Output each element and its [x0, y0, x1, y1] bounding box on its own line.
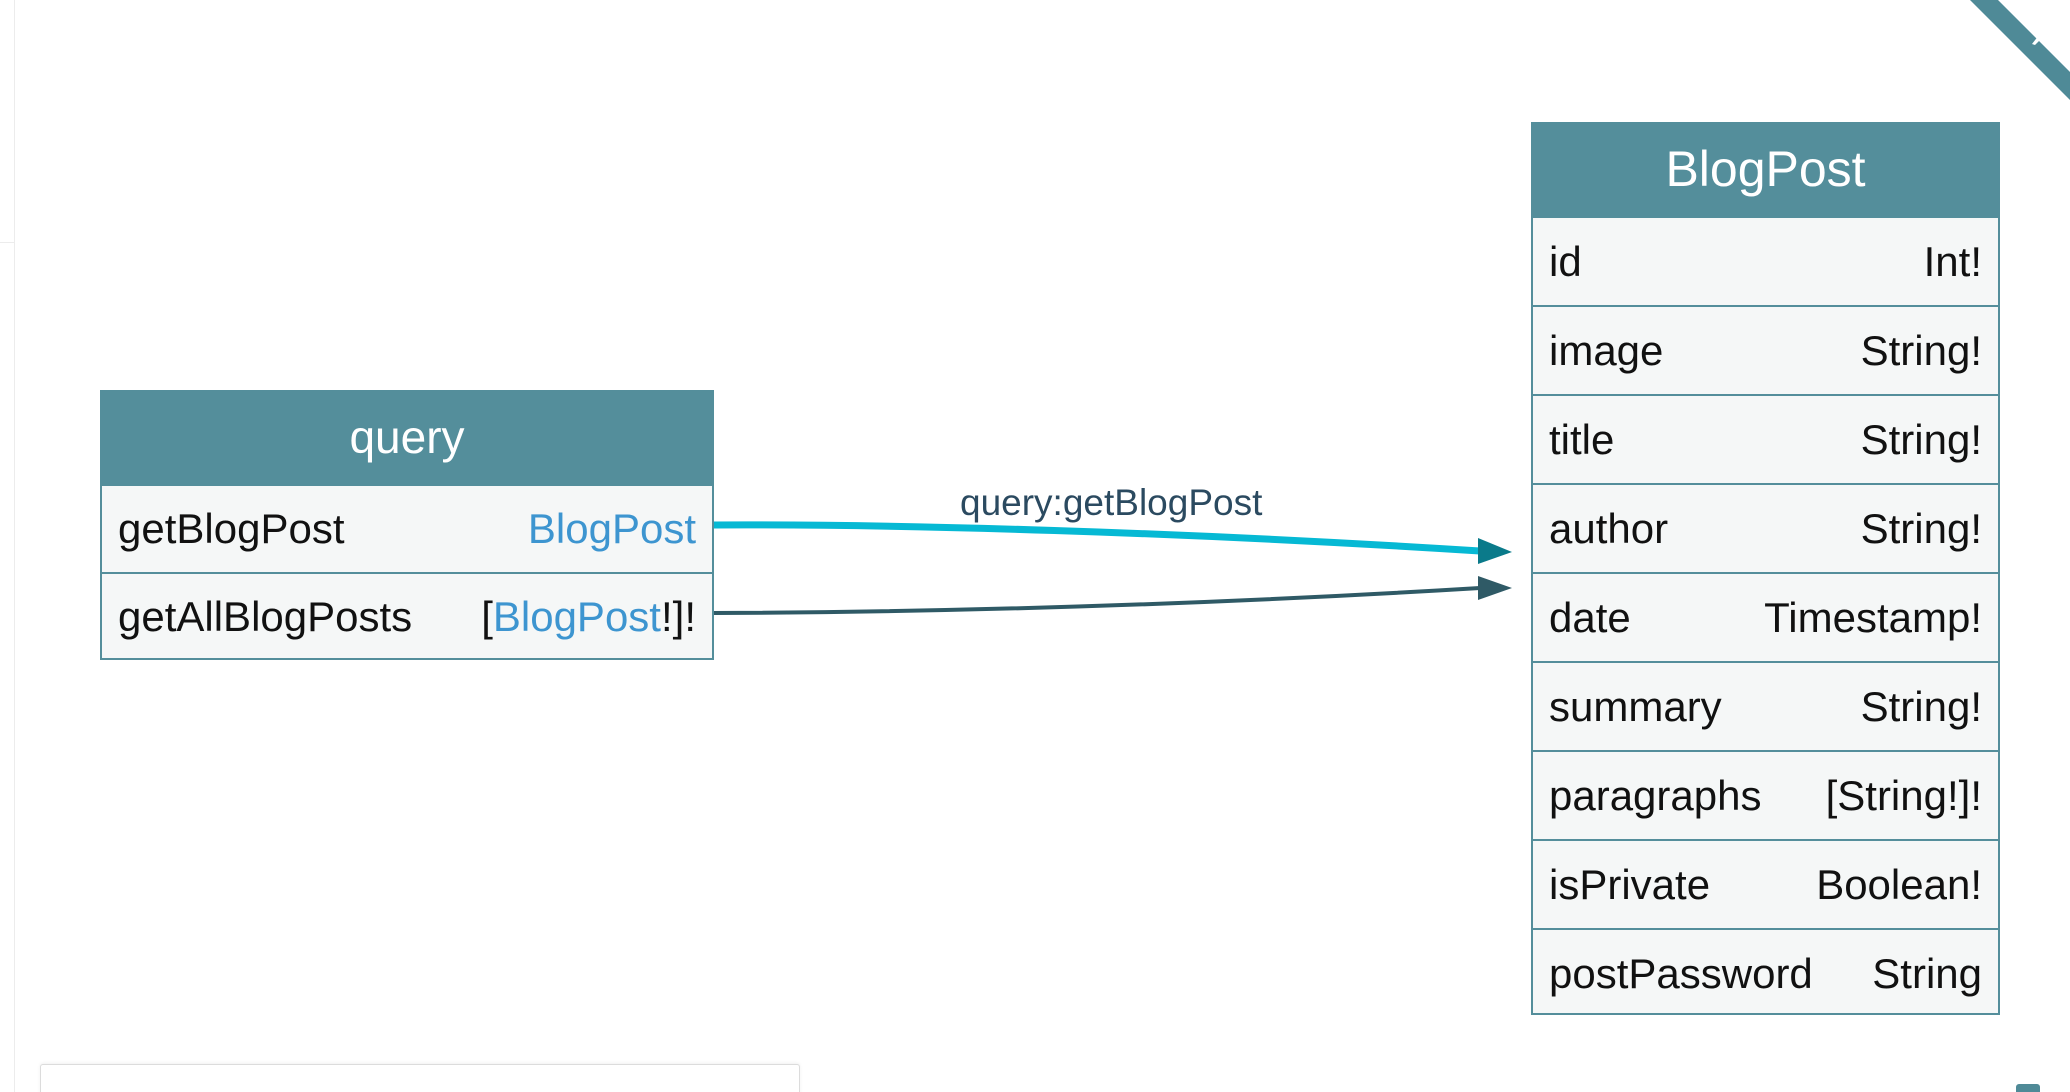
field-name: title — [1549, 415, 1615, 463]
field-type: String! — [1860, 504, 1982, 552]
node-blogpost-title: BlogPost — [1533, 124, 1998, 216]
field-type: String! — [1860, 415, 1982, 463]
field-type-link[interactable]: BlogPost — [492, 593, 661, 640]
settings-toggle-button[interactable] — [2016, 1084, 2040, 1092]
left-panel-tick — [0, 242, 14, 243]
field-type: [BlogPost!]! — [481, 593, 696, 641]
node-blogpost[interactable]: BlogPost id Int! image String! title Str… — [1531, 122, 2000, 1015]
field-getallblogposts[interactable]: getAllBlogPosts [BlogPost!]! — [102, 572, 712, 660]
field-postpassword[interactable]: postPassword String — [1533, 928, 1998, 1017]
field-id[interactable]: id Int! — [1533, 216, 1998, 305]
left-panel-divider — [14, 0, 15, 1092]
field-type: Boolean! — [1816, 860, 1982, 908]
field-type: BlogPost — [528, 505, 696, 553]
node-query[interactable]: query getBlogPost BlogPost getAllBlogPos… — [100, 390, 714, 660]
field-name: postPassword — [1549, 949, 1813, 997]
field-paragraphs[interactable]: paragraphs [String!]! — [1533, 750, 1998, 839]
field-title[interactable]: title String! — [1533, 394, 1998, 483]
field-name: image — [1549, 326, 1664, 374]
field-type-prefix: [ — [481, 593, 493, 640]
field-summary[interactable]: summary String! — [1533, 661, 1998, 750]
field-image[interactable]: image String! — [1533, 305, 1998, 394]
field-name: isPrivate — [1549, 860, 1711, 908]
field-name: author — [1549, 504, 1669, 552]
field-type: Timestamp! — [1764, 593, 1982, 641]
field-name: date — [1549, 593, 1631, 641]
field-type: Int! — [1923, 237, 1982, 285]
field-name: getAllBlogPosts — [118, 593, 413, 640]
field-type: String — [1872, 949, 1982, 997]
field-isprivate[interactable]: isPrivate Boolean! — [1533, 839, 1998, 928]
node-query-title: query — [102, 392, 712, 484]
field-date[interactable]: date Timestamp! — [1533, 572, 1998, 661]
edge-getallblogposts-arrowhead — [1478, 576, 1512, 600]
field-name: summary — [1549, 682, 1722, 730]
field-type: [String!]! — [1825, 771, 1982, 819]
field-type-suffix: !]! — [660, 593, 696, 640]
edge-getblogpost-arrowhead — [1478, 538, 1512, 564]
field-name: paragraphs — [1549, 771, 1762, 819]
github-octocat-icon[interactable] — [1970, 0, 2070, 100]
field-name: getBlogPost — [118, 505, 345, 552]
edge-getallblogposts-to-blogpost[interactable] — [713, 586, 1481, 615]
field-type: String! — [1860, 326, 1982, 374]
field-name: id — [1549, 237, 1582, 285]
field-type-link[interactable]: BlogPost — [527, 505, 696, 552]
field-getblogpost[interactable]: getBlogPost BlogPost — [102, 484, 712, 572]
field-type: String! — [1860, 682, 1982, 730]
field-author[interactable]: author String! — [1533, 483, 1998, 572]
edge-label-getblogpost: query:getBlogPost — [960, 482, 1263, 523]
edge-getblogpost-to-blogpost[interactable] — [713, 521, 1481, 555]
bottom-panel — [40, 1064, 800, 1092]
